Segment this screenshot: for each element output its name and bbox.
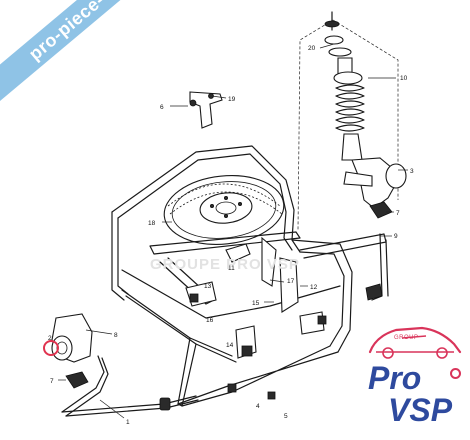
logo-word-vsp: VSP	[388, 392, 453, 428]
callout-19: 19	[228, 96, 236, 103]
bushing-7[interactable]	[65, 371, 89, 389]
callout-11: 11	[228, 265, 235, 272]
callout-15: 15	[252, 300, 260, 307]
callout-2: 2	[48, 335, 52, 342]
callout-3: 3	[410, 168, 414, 175]
mounting-plates[interactable]	[185, 236, 327, 400]
callout-6: 6	[160, 104, 164, 111]
anti-roll-bar[interactable]	[61, 355, 199, 417]
callout-8: 8	[114, 332, 118, 339]
rubber-mount[interactable]	[365, 283, 383, 301]
callout-7-lower: 7	[50, 378, 54, 385]
spare-wheel[interactable]	[161, 170, 287, 250]
callout-labels: 20 10 6 19 3 18 7 9 11 17 12 13 15 16 14…	[48, 45, 414, 426]
top-bracket[interactable]	[189, 91, 223, 129]
callout-9: 9	[394, 233, 398, 240]
leader-lines	[58, 43, 408, 419]
logo-group-text: GROUP	[394, 335, 419, 341]
callout-5: 5	[284, 413, 288, 420]
callout-13: 13	[204, 283, 212, 290]
logo-dot-icon	[450, 368, 461, 379]
car-icon	[368, 326, 462, 359]
callout-7-upper: 7	[396, 210, 400, 217]
callout-10: 10	[400, 75, 408, 82]
logo-word-pro: Pro	[368, 360, 422, 396]
callout-17: 17	[287, 278, 295, 285]
callout-4: 4	[256, 403, 260, 410]
faint-watermark: GROUPE PRO VSP	[150, 256, 300, 273]
left-arm-bushing[interactable]	[43, 313, 93, 363]
callout-18: 18	[148, 220, 156, 227]
callout-1: 1	[126, 419, 130, 426]
provsp-logo: GROUP Pro VSP	[362, 318, 466, 436]
callout-14: 14	[226, 342, 234, 349]
callout-16: 16	[206, 317, 214, 324]
callout-12: 12	[310, 284, 318, 291]
callout-20: 20	[308, 45, 316, 52]
shock-absorber-assembly[interactable]	[297, 11, 407, 231]
